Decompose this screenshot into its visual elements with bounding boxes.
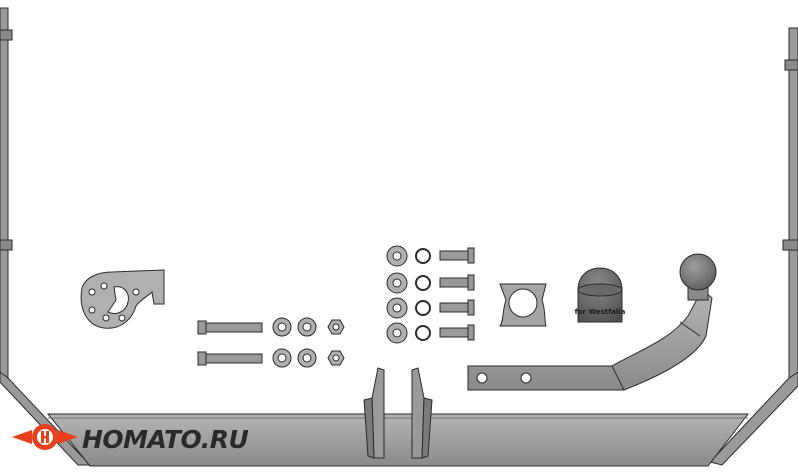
- left-mount-bracket: [363, 367, 385, 459]
- tow-ball-arm: [467, 253, 717, 391]
- short-bolt-row-3: [386, 297, 475, 319]
- socket-plate: [80, 269, 165, 329]
- right-frame-arm: [709, 27, 798, 466]
- watermark: HOMATO.RU: [10, 418, 249, 460]
- main-crossbar: [46, 413, 750, 467]
- long-bolt-set-1: [197, 317, 345, 337]
- short-bolt-sets: [386, 245, 475, 344]
- logo-emblem-icon: [12, 424, 78, 450]
- short-bolt-row-2: [386, 272, 475, 294]
- short-bolt-row-4: [386, 322, 475, 344]
- short-bolt-row-1: [386, 245, 475, 267]
- clamp-bracket: [499, 283, 547, 327]
- watermark-text: HOMATO.RU: [82, 424, 249, 454]
- ball-cover-label: for Westfalia: [575, 308, 626, 316]
- long-bolt-set-2: [197, 348, 345, 368]
- ball-cover-cap: for Westfalia: [575, 267, 626, 323]
- right-mount-bracket: [411, 367, 433, 459]
- left-frame-arm: [0, 7, 92, 466]
